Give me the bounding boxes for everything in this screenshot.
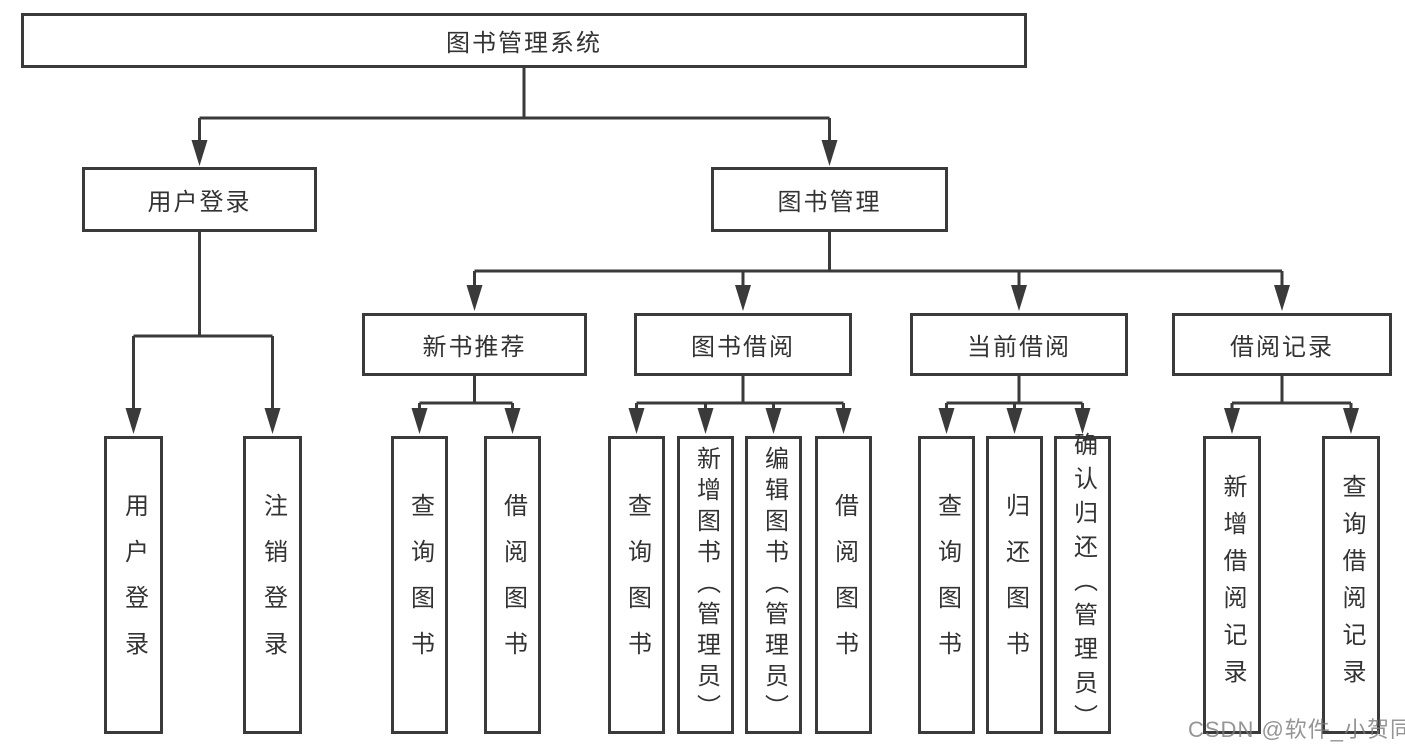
arrowhead-icon — [628, 408, 645, 434]
arrowhead-icon — [821, 140, 838, 166]
leaf-add-borrow-record: 新增借阅记录 — [1203, 436, 1261, 734]
arrowhead-icon — [1074, 408, 1091, 434]
leaf-borrow-books: 借阅图书 — [815, 436, 872, 734]
arrowhead-icon — [191, 140, 208, 166]
leaf-add-book-admin: 新增图书（管理员） — [677, 436, 734, 734]
arrowhead-icon — [411, 408, 428, 434]
arrowhead-icon — [125, 408, 142, 434]
arrowhead-icon — [1343, 408, 1359, 434]
arrowhead-icon — [938, 408, 955, 434]
leaf-add-book-admin-label: 新增图书（管理员） — [692, 445, 720, 725]
arrowhead-icon — [264, 408, 281, 434]
arrowhead-icon — [1006, 408, 1023, 434]
leaf-user-login-label: 用户登录 — [120, 493, 148, 677]
leaf-query-borrow-record: 查询借阅记录 — [1322, 436, 1380, 734]
leaf-confirm-return-admin-label: 确认归还（管理员） — [1069, 432, 1097, 738]
node-current-borrow: 当前借阅 — [910, 313, 1128, 376]
node-book-borrow: 图书借阅 — [634, 313, 852, 376]
leaf-logout-label: 注销登录 — [259, 493, 287, 677]
leaf-borrow-books-recommend: 借阅图书 — [484, 436, 541, 734]
leaf-borrow-books-label: 借阅图书 — [830, 493, 858, 677]
node-book-management: 图书管理 — [711, 167, 948, 232]
node-user-login-label: 用户登录 — [147, 189, 252, 216]
node-root-label: 图书管理系统 — [446, 30, 602, 57]
node-root: 图书管理系统 — [21, 13, 1027, 68]
arrowhead-icon — [1274, 285, 1290, 311]
leaf-query-books-recommend-label: 查询图书 — [406, 493, 434, 677]
leaf-query-borrow-record-label: 查询借阅记录 — [1338, 474, 1365, 696]
leaf-borrow-books-recommend-label: 借阅图书 — [499, 493, 527, 677]
leaf-query-books-current: 查询图书 — [918, 436, 975, 734]
node-new-book-recommend: 新书推荐 — [362, 313, 587, 376]
leaf-add-borrow-record-label: 新增借阅记录 — [1219, 474, 1246, 696]
leaf-query-books-borrow: 查询图书 — [608, 436, 665, 734]
leaf-query-books-current-label: 查询图书 — [933, 493, 961, 677]
leaf-query-books-recommend: 查询图书 — [391, 436, 448, 734]
leaf-confirm-return-admin: 确认归还（管理员） — [1054, 432, 1111, 738]
leaf-edit-book-admin-label: 编辑图书（管理员） — [760, 445, 788, 725]
arrowhead-icon — [466, 285, 483, 311]
leaf-return-book: 归还图书 — [986, 436, 1043, 734]
node-borrow-records-label: 借阅记录 — [1230, 334, 1334, 361]
node-book-borrow-label: 图书借阅 — [691, 334, 795, 361]
arrowhead-icon — [835, 408, 852, 434]
leaf-query-books-borrow-label: 查询图书 — [623, 493, 651, 677]
arrowhead-icon — [765, 408, 782, 434]
arrowhead-icon — [1224, 408, 1240, 434]
leaf-return-book-label: 归还图书 — [1001, 493, 1029, 677]
node-current-borrow-label: 当前借阅 — [967, 334, 1071, 361]
node-new-book-recommend-label: 新书推荐 — [422, 334, 527, 361]
node-user-login: 用户登录 — [82, 167, 317, 232]
node-book-management-label: 图书管理 — [777, 189, 882, 216]
arrowhead-icon — [735, 285, 751, 311]
csdn-watermark: CSDN @软件_小贺同学 — [1188, 717, 1405, 742]
leaf-edit-book-admin: 编辑图书（管理员） — [745, 436, 802, 734]
leaf-logout: 注销登录 — [243, 436, 302, 734]
arrowhead-icon — [697, 408, 714, 434]
arrowhead-icon — [504, 408, 521, 434]
leaf-user-login: 用户登录 — [104, 436, 163, 734]
arrowhead-icon — [1011, 285, 1027, 311]
node-borrow-records: 借阅记录 — [1172, 313, 1392, 376]
